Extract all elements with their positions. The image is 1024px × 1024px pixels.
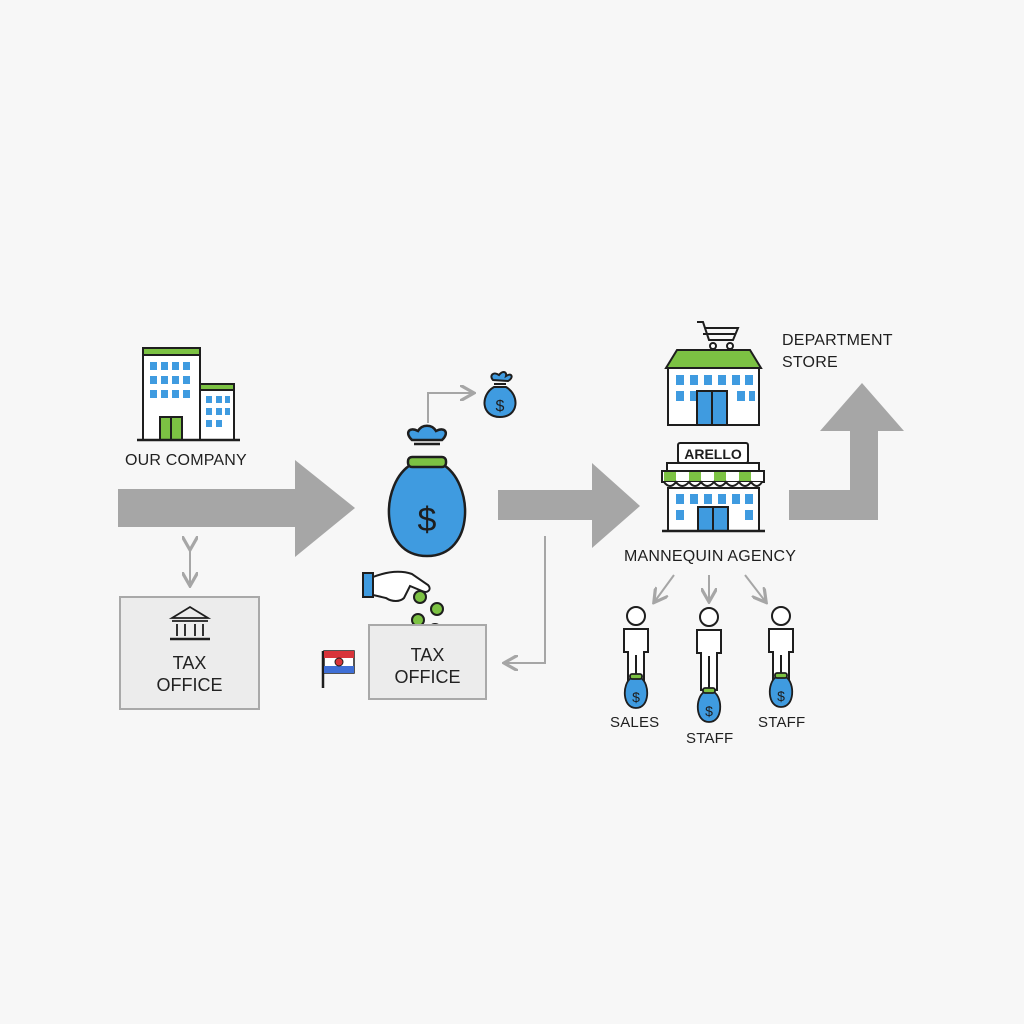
store-sign-text: ARELLO (684, 446, 742, 462)
department-store-label: DEPARTMENT STORE (782, 330, 893, 374)
department-store-line2: STORE (782, 354, 838, 371)
person-label-2: STAFF (686, 730, 734, 747)
tax-office-left-box (119, 596, 260, 710)
money-symbol-small: $ (496, 398, 505, 415)
money-bag-small-icon (768, 672, 794, 708)
person-label-1: SALES (610, 714, 660, 731)
flag-icon (321, 650, 355, 688)
connector-return-tax (506, 536, 546, 663)
connector-agency-1 (655, 574, 675, 601)
tax-office-left-label: TAX OFFICE (120, 652, 259, 696)
our-company-label: OUR COMPANY (125, 452, 247, 469)
department-store-building (664, 349, 763, 426)
tax-office-left-line1: TAX (172, 653, 207, 673)
money-bag-small-icon (696, 687, 722, 723)
money-symbol-person-3: $ (777, 688, 785, 704)
tax-office-center-line2: OFFICE (394, 667, 461, 687)
person-icon (623, 606, 649, 686)
money-bag-icon (387, 424, 467, 558)
person-label-3: STAFF (758, 714, 806, 731)
shopping-cart-icon (697, 321, 740, 350)
department-store-line1: DEPARTMENT (782, 332, 893, 349)
money-symbol-person-2: $ (705, 703, 713, 719)
tax-office-center-box (368, 624, 487, 700)
storefront-icon (661, 442, 765, 533)
tax-office-center-line1: TAX (410, 645, 445, 665)
money-bag-small-icon (623, 673, 649, 709)
money-bag-small-icon (483, 371, 517, 419)
person-icon (696, 607, 722, 691)
tax-office-left-line2: OFFICE (156, 675, 223, 695)
tax-office-center-label: TAX OFFICE (369, 644, 486, 688)
office-building-icon (137, 347, 240, 442)
connector-agency-3 (744, 574, 765, 601)
money-symbol-main: $ (418, 501, 437, 539)
flow-arrow-2 (498, 463, 640, 548)
flow-arrow-1 (118, 460, 355, 557)
person-icon (768, 606, 794, 681)
bank-icon (168, 605, 212, 641)
mannequin-agency-label: MANNEQUIN AGENCY (624, 548, 797, 565)
money-symbol-person-1: $ (632, 689, 640, 705)
flow-arrow-3-up (789, 383, 904, 520)
connector-bag-small (427, 393, 472, 423)
